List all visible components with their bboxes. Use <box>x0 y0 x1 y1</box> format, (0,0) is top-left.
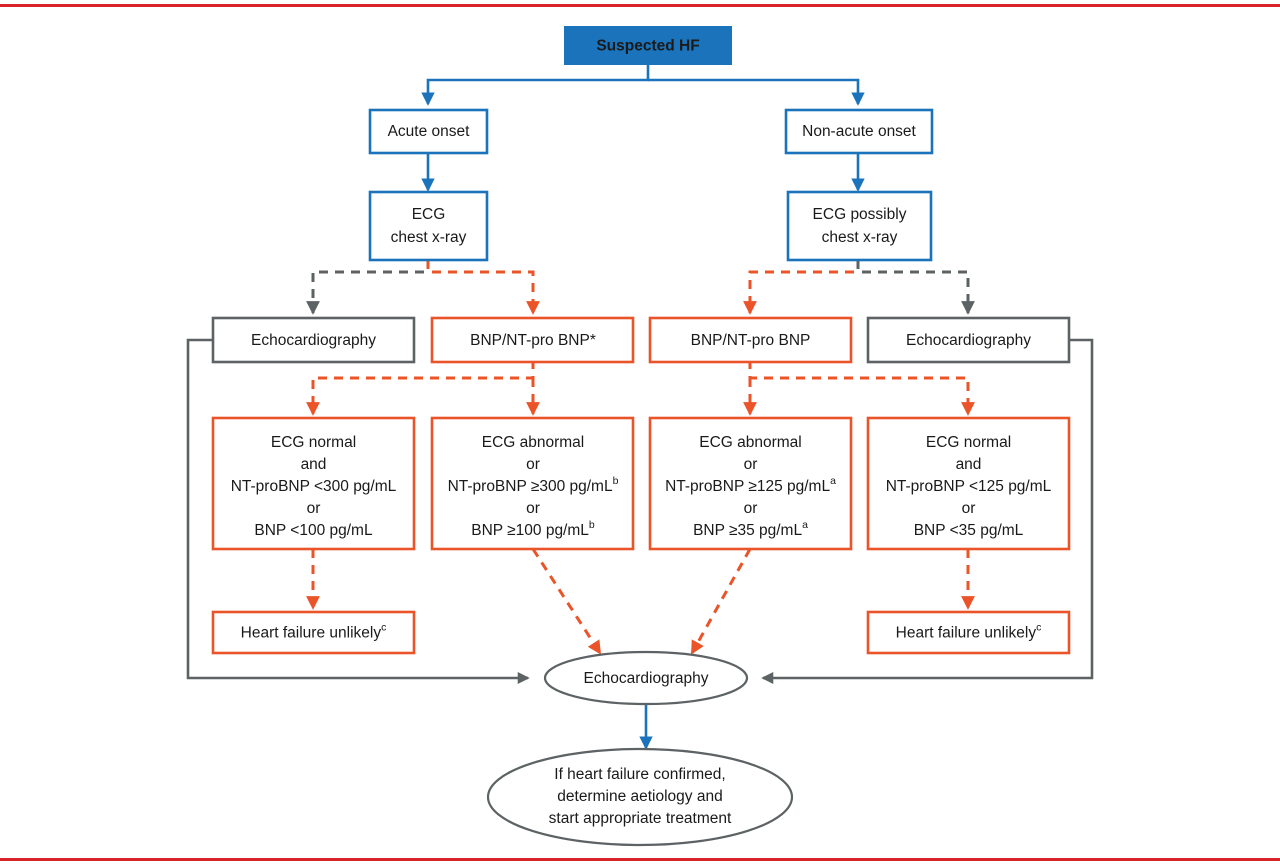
node-suspected-hf-label: Suspected HF <box>596 38 699 55</box>
node-ecg-non-acute-line1: ECG possibly <box>813 206 907 223</box>
node-non-acute-onset-label: Non-acute onset <box>802 123 916 140</box>
node-final-outcome-line-0: If heart failure confirmed, <box>554 766 725 783</box>
node-hf-unlikely-right[interactable]: Heart failure unlikelyc <box>866 610 1071 655</box>
criteria-2-line-4: BNP ≥100 pg/mLb <box>471 519 595 539</box>
node-echocardiography-right-label: Echocardiography <box>906 332 1031 349</box>
node-non-acute-onset[interactable]: Non-acute onset <box>784 108 934 155</box>
criteria-3-line-4: BNP ≥35 pg/mLa <box>693 519 808 539</box>
node-ecg-acute[interactable]: ECG chest x-ray <box>368 190 489 262</box>
top-rule <box>0 4 1280 7</box>
node-criteria-2[interactable]: ECG abnormal or NT-proBNP ≥300 pg/mLb or… <box>430 416 635 551</box>
node-ecg-acute-line1: ECG <box>412 206 446 223</box>
node-ecg-non-acute-line2: chest x-ray <box>822 229 898 246</box>
node-final-outcome-line-1: determine aetiology and <box>557 788 722 805</box>
connector-criteria3-to-echo-outcome <box>690 548 752 655</box>
node-criteria-4[interactable]: ECG normal and NT-proBNP <125 pg/mL or B… <box>866 416 1071 551</box>
criteria-2-line-3: or <box>526 500 540 517</box>
node-suspected-hf[interactable]: Suspected HF <box>564 26 732 65</box>
connector-bnp-nonacute-split <box>743 360 975 416</box>
node-acute-onset[interactable]: Acute onset <box>368 108 489 155</box>
node-hf-unlikely-right-label: Heart failure unlikelyc <box>896 621 1042 641</box>
node-criteria-1[interactable]: ECG normal and NT-proBNP <300 pg/mL or B… <box>211 416 416 551</box>
connector-echo-right-to-outcome <box>761 338 1094 684</box>
criteria-3-line-0: ECG abnormal <box>699 434 802 451</box>
connector-ecg-nonacute-split <box>743 260 975 315</box>
node-bnp-acute-label: BNP/NT-pro BNP* <box>470 332 596 349</box>
node-ecg-non-acute[interactable]: ECG possibly chest x-ray <box>786 190 933 262</box>
node-echocardiography-outcome-label: Echocardiography <box>584 670 709 687</box>
criteria-2-line-2: NT-proBNP ≥300 pg/mLb <box>448 475 619 495</box>
node-bnp-acute[interactable]: BNP/NT-pro BNP* <box>430 316 635 364</box>
node-hf-unlikely-left[interactable]: Heart failure unlikelyc <box>211 610 416 655</box>
node-bnp-non-acute[interactable]: BNP/NT-pro BNP <box>648 316 853 364</box>
criteria-3-line-1: or <box>744 456 758 473</box>
criteria-2-line-0: ECG abnormal <box>482 434 585 451</box>
node-bnp-non-acute-label: BNP/NT-pro BNP <box>691 332 811 349</box>
connector-echo-left-to-outcome <box>186 338 530 684</box>
criteria-3-line-2: NT-proBNP ≥125 pg/mLa <box>665 475 836 495</box>
node-echocardiography-outcome[interactable]: Echocardiography <box>543 650 749 706</box>
criteria-4-line-0: ECG normal <box>926 434 1011 451</box>
node-criteria-3[interactable]: ECG abnormal or NT-proBNP ≥125 pg/mLa or… <box>648 416 853 551</box>
node-echocardiography-left-label: Echocardiography <box>251 332 376 349</box>
connector-suspected-to-onsets <box>421 63 865 106</box>
bottom-rule <box>0 858 1280 861</box>
node-hf-unlikely-left-label: Heart failure unlikelyc <box>241 621 387 641</box>
connector-criteria2-to-echo-outcome <box>531 548 602 655</box>
connector-ecg-acute-split <box>306 260 540 315</box>
node-final-outcome[interactable]: If heart failure confirmed, determine ae… <box>486 747 794 847</box>
criteria-1-line-1: and <box>301 456 327 473</box>
connector-bnp-acute-split <box>306 360 540 416</box>
criteria-4-line-3: or <box>962 500 976 517</box>
node-ecg-acute-line2: chest x-ray <box>391 229 467 246</box>
node-echocardiography-left[interactable]: Echocardiography <box>211 316 416 364</box>
criteria-4-line-1: and <box>956 456 982 473</box>
criteria-1-line-2: NT-proBNP <300 pg/mL <box>231 478 397 495</box>
node-echocardiography-right[interactable]: Echocardiography <box>866 316 1071 364</box>
criteria-4-line-4: BNP <35 pg/mL <box>914 522 1024 539</box>
criteria-1-line-3: or <box>307 500 321 517</box>
criteria-1-line-4: BNP <100 pg/mL <box>254 522 373 539</box>
criteria-2-line-1: or <box>526 456 540 473</box>
criteria-3-line-3: or <box>744 500 758 517</box>
criteria-4-line-2: NT-proBNP <125 pg/mL <box>886 478 1052 495</box>
node-acute-onset-label: Acute onset <box>388 123 471 140</box>
criteria-1-line-0: ECG normal <box>271 434 356 451</box>
node-final-outcome-line-2: start appropriate treatment <box>549 810 732 827</box>
